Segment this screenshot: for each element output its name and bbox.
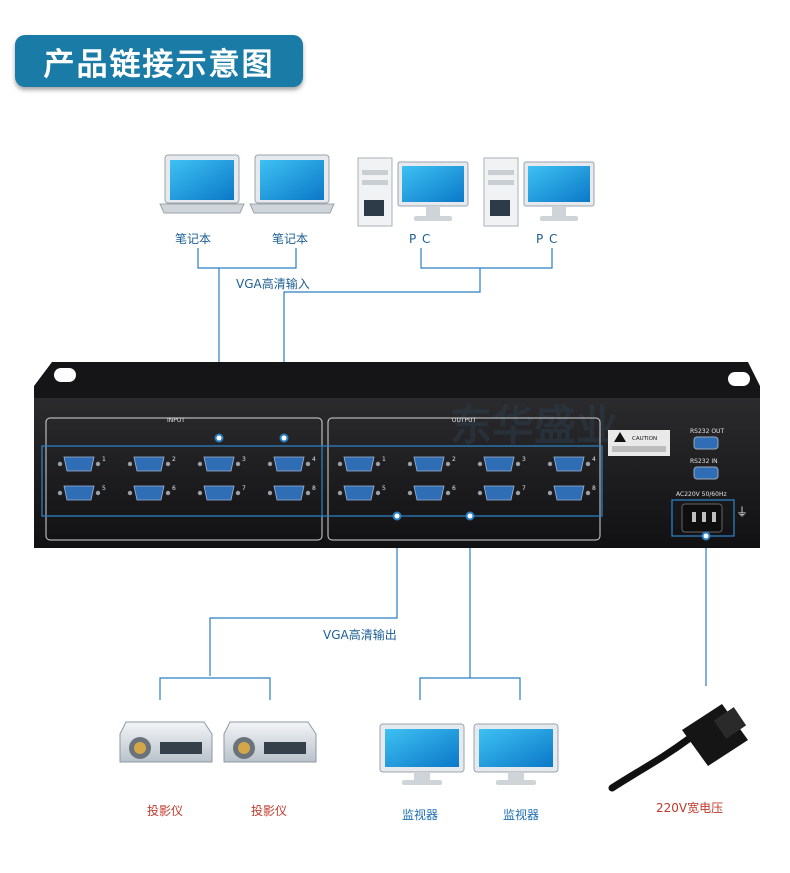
monitor-1	[379, 723, 465, 785]
input-port-number: 6	[172, 485, 176, 492]
projector-label-2: 投影仪	[251, 804, 288, 818]
input-vga-port-1: 1	[57, 456, 106, 472]
vga-ports: 1 2 3 4 5 6 7 8 1 2 3 4 5 6 7 8	[57, 456, 596, 501]
input-vga-port-7: 7	[197, 485, 246, 501]
pc-2	[483, 157, 595, 227]
rs232-out-label: RS232 OUT	[690, 428, 724, 435]
output-vga-port-5: 5	[337, 485, 386, 501]
projector-label-1: 投影仪	[147, 804, 184, 818]
svg-text:⏚: ⏚	[736, 505, 748, 519]
page-title-badge: 产品链接示意图	[15, 35, 303, 87]
output-panel-label: OUTPUT	[452, 417, 477, 424]
input-vga-port-8: 8	[267, 485, 316, 501]
output-port-number: 1	[382, 456, 386, 463]
monitor-2	[473, 723, 559, 785]
caution-label: CAUTION	[632, 436, 657, 442]
laptop-label-1: 笔记本	[175, 232, 212, 246]
input-port-number: 1	[102, 456, 106, 463]
monitor-label-2: 监视器	[503, 808, 540, 822]
input-port-number: 3	[242, 456, 246, 463]
output-vga-port-6: 6	[407, 485, 456, 501]
laptop-label-2: 笔记本	[272, 232, 309, 246]
projector-1	[119, 721, 213, 763]
output-port-number: 4	[592, 456, 596, 463]
input-vga-port-4: 4	[267, 456, 316, 472]
brand-watermark: 东华盛业	[450, 401, 618, 450]
input-port-number: 4	[312, 456, 316, 463]
input-port-number: 5	[102, 485, 106, 492]
input-port-number: 7	[242, 485, 246, 492]
monitor-label-1: 监视器	[402, 808, 439, 822]
output-port-number: 7	[522, 485, 526, 492]
input-panel-label: INPUT	[167, 417, 185, 424]
output-port-number: 3	[522, 456, 526, 463]
output-port-number: 6	[452, 485, 456, 492]
rs232-in-label: RS232 IN	[690, 458, 718, 465]
laptop-2	[249, 154, 335, 214]
power-cord	[608, 704, 748, 792]
input-vga-port-6: 6	[127, 485, 176, 501]
connection-dots	[214, 433, 711, 541]
power-label: 220V宽电压	[656, 801, 724, 815]
matrix-switcher: 东华盛业 INPUT OUTPUT 1 2 3 4 5 6 7 8 1 2 3 4 5 6 7 8 CAUTI…	[34, 362, 760, 548]
vga-output-label: VGA高清输出	[323, 628, 397, 642]
input-vga-port-3: 3	[197, 456, 246, 472]
output-vga-port-8: 8	[547, 485, 596, 501]
output-vga-port-2: 2	[407, 456, 456, 472]
input-port-number: 2	[172, 456, 176, 463]
vga-input-label: VGA高清输入	[236, 277, 310, 291]
output-vga-port-3: 3	[477, 456, 526, 472]
output-port-number: 8	[592, 485, 596, 492]
input-port-number: 8	[312, 485, 316, 492]
input-vga-port-5: 5	[57, 485, 106, 501]
page-title: 产品链接示意图	[43, 46, 275, 83]
output-vga-port-1: 1	[337, 456, 386, 472]
output-vga-port-4: 4	[547, 456, 596, 472]
output-port-number: 5	[382, 485, 386, 492]
output-vga-port-7: 7	[477, 485, 526, 501]
power-spec-label: AC220V 50/60Hz	[676, 491, 727, 498]
input-vga-port-2: 2	[127, 456, 176, 472]
output-port-number: 2	[452, 456, 456, 463]
laptop-1	[159, 154, 245, 214]
pc-1	[357, 157, 469, 227]
pc-label-1: P C	[409, 232, 432, 246]
projector-2	[223, 721, 317, 763]
pc-label-2: P C	[536, 232, 559, 246]
